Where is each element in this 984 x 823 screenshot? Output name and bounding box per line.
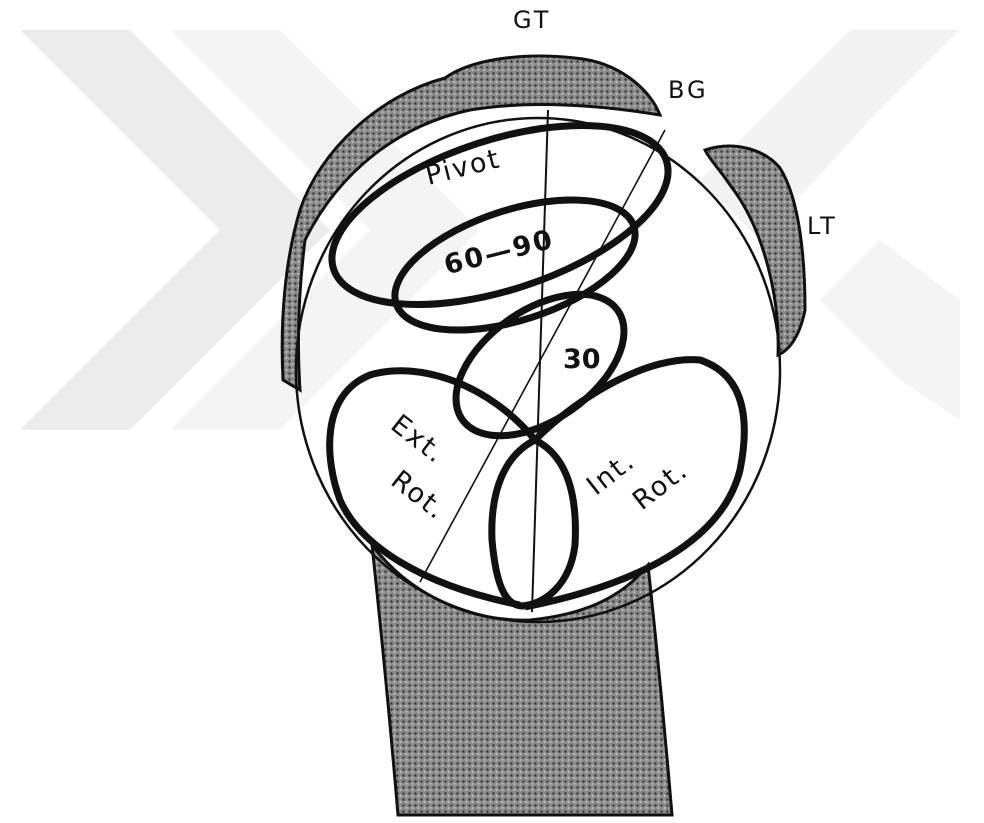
- label-bg: BG: [668, 76, 709, 104]
- label-lt: LT: [807, 212, 838, 240]
- oblique-axis: [420, 130, 665, 582]
- humeral-shaft: [372, 545, 672, 815]
- int-rot-loop: [525, 360, 744, 607]
- label-30: 30: [563, 344, 601, 375]
- label-gt: GT: [513, 6, 551, 34]
